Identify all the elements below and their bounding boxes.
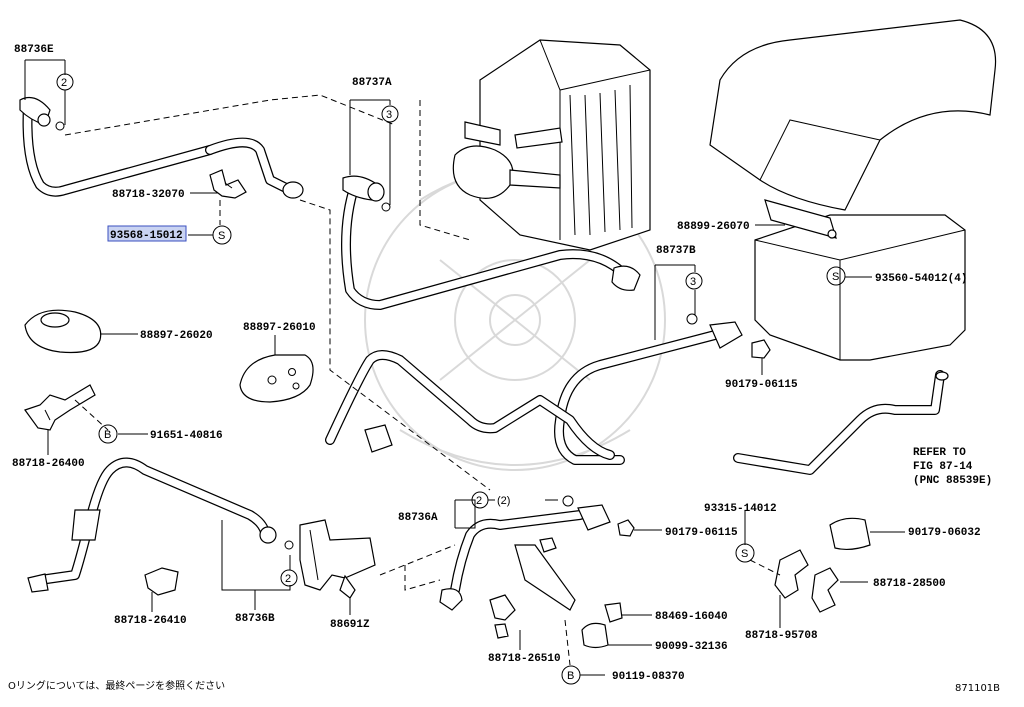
clip-88718-26410 — [144, 567, 179, 596]
clips-88718-28500-95708 — [774, 549, 839, 613]
callout-lines — [24, 59, 905, 676]
part-label-90179-06115-lower[interactable]: 90179-06115 — [665, 527, 738, 539]
part-label-91651-40816[interactable]: 91651-40816 — [150, 430, 223, 442]
part-label-93560-54012[interactable]: 93560-54012(4) — [875, 273, 967, 285]
clamp-88718-32070 — [209, 169, 247, 199]
part-label-88691z[interactable]: 88691Z — [330, 619, 370, 631]
symbol-b-91651-text: B — [104, 429, 111, 441]
part-label-88469-16040[interactable]: 88469-16040 — [655, 611, 728, 623]
nut-90179-06115-upper — [751, 339, 771, 359]
clamp-88718-26400 — [24, 384, 96, 431]
part-label-88899-26070[interactable]: 88899-26070 — [677, 221, 750, 233]
pipe-center — [325, 350, 615, 460]
part-label-88897-26010[interactable]: 88897-26010 — [243, 322, 316, 334]
part-label-88737b[interactable]: 88737B — [656, 245, 696, 257]
part-label-88737a[interactable]: 88737A — [352, 77, 392, 89]
part-label-88897-26020[interactable]: 88897-26020 — [140, 330, 213, 342]
hose-88736e — [19, 97, 304, 199]
refer-line-2[interactable]: FIG 87-14 — [913, 461, 973, 473]
symbol-3-88737a-text: 3 — [386, 109, 392, 121]
symbol-3-88737a — [381, 105, 399, 123]
part-label-90179-06115-upper[interactable]: 90179-06115 — [725, 379, 798, 391]
valve-88691z — [299, 519, 376, 599]
symbol-s-93560 — [826, 266, 846, 286]
symbol-2-88736b-text: 2 — [285, 573, 291, 585]
symbol-2-88736e — [56, 73, 74, 91]
cover-box-top — [709, 19, 997, 211]
hose-88737a — [341, 175, 641, 310]
part-label-highlight — [107, 225, 187, 242]
symbol-b-90119 — [561, 665, 581, 685]
part-labels: 88736E 88737A 88718-32070 93568-15012 88… — [12, 44, 992, 683]
symbol-circles: 2 3 S 3 S B 2 S 2 B — [56, 73, 846, 685]
bracket-88469-16040 — [514, 537, 623, 623]
heater-unit — [452, 39, 651, 251]
symbol-3-88737b — [685, 272, 703, 290]
symbol-b-91651 — [98, 424, 118, 444]
hose-88737b — [554, 313, 743, 465]
symbol-2-88736b — [280, 569, 298, 587]
part-label-88718-26410[interactable]: 88718-26410 — [114, 615, 187, 627]
label-2-paren: (2) — [497, 495, 510, 507]
symbol-2-88736a — [471, 491, 489, 509]
case-box-lower — [754, 199, 966, 361]
part-label-90119-08370[interactable]: 90119-08370 — [612, 671, 685, 683]
symbol-s-93560-text: S — [832, 271, 839, 283]
part-label-88736e[interactable]: 88736E — [14, 44, 54, 56]
footer-note: Oリングについては、最終ページを参照ください — [8, 679, 225, 692]
symbol-s-93315-text: S — [741, 548, 748, 560]
refer-line-3[interactable]: (PNC 88539E) — [913, 475, 992, 487]
part-label-93315-14012[interactable]: 93315-14012 — [704, 503, 777, 515]
part-label-88718-32070[interactable]: 88718-32070 — [112, 189, 185, 201]
grommet-88897-26020 — [24, 309, 102, 354]
cap-90179-06032 — [829, 517, 871, 551]
refer-line-1[interactable]: REFER TO — [913, 447, 966, 459]
clamp-88718-26510 — [489, 594, 516, 639]
part-label-90179-06032[interactable]: 90179-06032 — [908, 527, 981, 539]
grommet-90099-32136 — [581, 622, 609, 649]
symbol-s-93568 — [212, 225, 232, 245]
hose-88736a — [439, 495, 611, 611]
symbol-s-93315 — [735, 543, 755, 563]
dashed-leaders — [64, 94, 491, 591]
symbol-s-93568-text: S — [218, 230, 225, 242]
symbol-b-90119-text: B — [567, 670, 574, 682]
part-label-90099-32136[interactable]: 90099-32136 — [655, 641, 728, 653]
symbol-2-88736a-text: 2 — [476, 495, 482, 507]
part-label-88736b[interactable]: 88736B — [235, 613, 275, 625]
symbol-3-88737b-text: 3 — [690, 276, 696, 288]
part-label-88718-28500[interactable]: 88718-28500 — [873, 578, 946, 590]
part-label-88736a[interactable]: 88736A — [398, 512, 438, 524]
figure-id: 871101B — [955, 683, 1000, 694]
part-label-93568-15012[interactable]: 93568-15012 — [110, 230, 183, 242]
part-label-88718-95708[interactable]: 88718-95708 — [745, 630, 818, 642]
plate-88897-26010 — [239, 354, 314, 403]
hose-88736b — [27, 457, 294, 593]
part-label-88718-26400[interactable]: 88718-26400 — [12, 458, 85, 470]
nut-90179-06115-lower — [617, 519, 635, 537]
part-label-88718-26510[interactable]: 88718-26510 — [488, 653, 561, 665]
pipe-right — [733, 370, 949, 475]
symbol-2-88736e-text: 2 — [61, 77, 67, 89]
